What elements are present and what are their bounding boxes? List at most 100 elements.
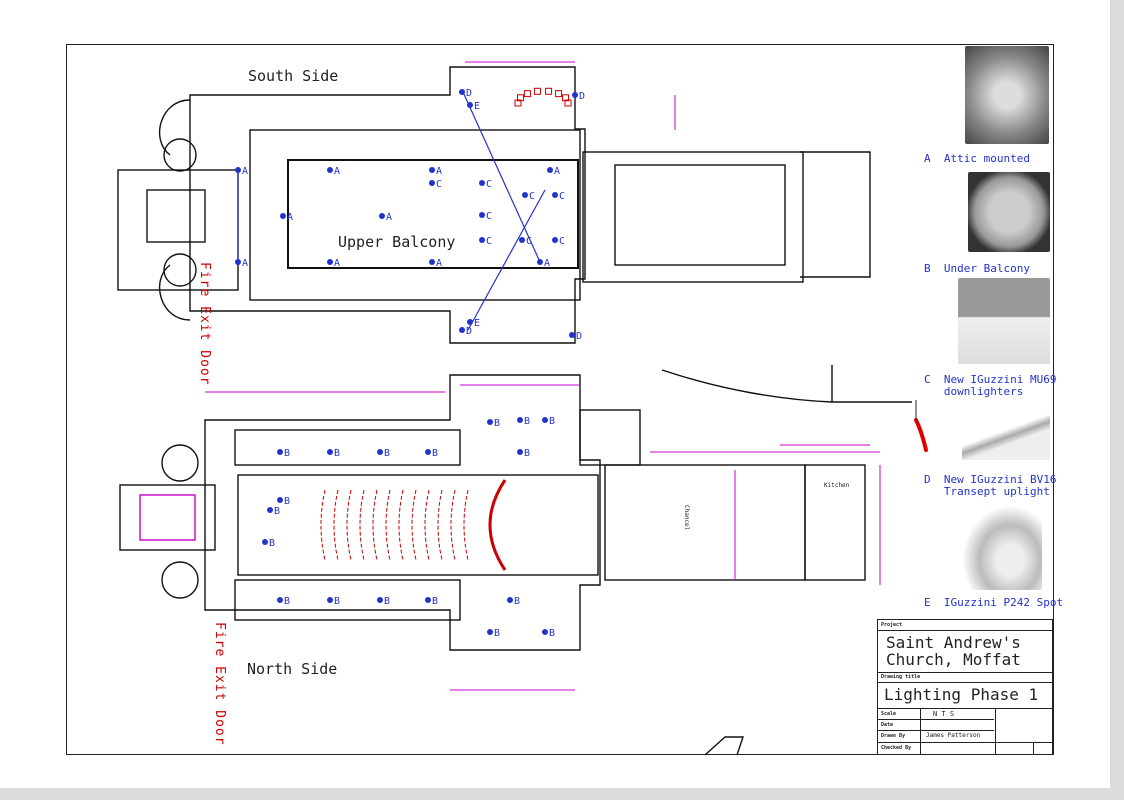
drawn-by-label: Drawn By xyxy=(881,733,906,739)
lower-fixture-dot xyxy=(517,449,523,455)
upper-fixture-label: A xyxy=(554,166,560,177)
upper-fixture-label: C xyxy=(526,236,532,247)
viewer-bottom-edge xyxy=(0,788,1124,800)
upper-fixture-dot xyxy=(552,237,558,243)
stair-south xyxy=(161,561,199,599)
p242-spot-photo xyxy=(962,505,1042,590)
lower-porch-inner xyxy=(139,494,196,541)
kitchen-label: Kitchen xyxy=(824,482,850,489)
lower-fixture-dot xyxy=(327,597,333,603)
lower-fixture-dot xyxy=(277,449,283,455)
upper-tower-room xyxy=(146,189,206,243)
upper-tower xyxy=(117,169,239,291)
pew-row xyxy=(437,489,443,561)
upper-fixture-label: A xyxy=(334,166,340,177)
upper-balcony-label: Upper Balcony xyxy=(338,233,456,251)
lower-fixture-label: B xyxy=(284,496,290,507)
choir-chair xyxy=(516,94,524,102)
fire-exit-label-bottom: Fire Exit Door xyxy=(212,622,227,746)
pew-row xyxy=(385,489,391,561)
light-cabling xyxy=(237,91,546,331)
lower-fixture-dot xyxy=(425,449,431,455)
lower-nave xyxy=(237,474,599,576)
upper-fixture-label: D xyxy=(579,91,585,102)
stair-upper-south xyxy=(163,253,197,287)
choir-chair xyxy=(564,99,572,107)
walls xyxy=(117,66,912,756)
upper-fixture-label: A xyxy=(242,258,248,269)
scale-value: N T S xyxy=(933,710,955,718)
upper-fixture-dot xyxy=(235,259,241,265)
choir-chair xyxy=(562,94,570,102)
lower-fixture-dot xyxy=(277,597,283,603)
upper-fixture-dot xyxy=(459,89,465,95)
upper-fixture-dot xyxy=(537,259,543,265)
upper-fixture-label: C xyxy=(559,236,565,247)
lower-fixture-dot xyxy=(267,507,273,513)
pew-row xyxy=(398,489,404,561)
upper-nave-inner xyxy=(249,129,581,301)
upper-fixture-dot xyxy=(467,319,473,325)
choir-chair xyxy=(514,99,522,107)
lower-fixture-dot xyxy=(542,629,548,635)
pew-row xyxy=(359,489,365,561)
pew-row xyxy=(320,489,326,561)
boundary-line xyxy=(661,365,912,403)
upper-fixture-label: D xyxy=(576,331,582,342)
mu69-downlighter-photo xyxy=(958,278,1050,364)
upper-roof xyxy=(800,151,871,278)
upper-fixture-dot xyxy=(479,180,485,186)
upper-fixture-dot xyxy=(552,192,558,198)
pew-row xyxy=(346,489,352,561)
lower-fixture-dot xyxy=(507,597,513,603)
upper-fixture-label: E xyxy=(474,318,480,329)
upper-fixture-label: A xyxy=(242,166,248,177)
legend-c: C New IGuzzini MU69 downlighters xyxy=(924,373,1057,398)
upper-fixture-label: A xyxy=(544,258,550,269)
upper-fixture-label: C xyxy=(529,191,535,202)
pew-row xyxy=(424,489,430,561)
upper-fixture-label: C xyxy=(486,211,492,222)
lower-hall xyxy=(604,464,806,581)
viewer-scroll-edge xyxy=(1110,0,1124,800)
upper-fixture-label: A xyxy=(334,258,340,269)
upper-fixture-label: A xyxy=(436,258,442,269)
under-balcony-light-photo xyxy=(968,172,1050,252)
lower-fixture-label: B xyxy=(284,596,290,607)
pew-row xyxy=(333,489,339,561)
upper-fixture-label: D xyxy=(466,88,472,99)
upper-fixture-dot xyxy=(467,102,473,108)
lower-fixture-label: B xyxy=(274,506,280,517)
legend-b: B Under Balcony xyxy=(924,262,1030,275)
upper-fixture-label: C xyxy=(436,179,442,190)
scale-label: Scale xyxy=(881,711,897,717)
upper-fixture-dot xyxy=(379,213,385,219)
upper-nave-outline xyxy=(189,66,586,344)
dimension-lines xyxy=(205,61,881,691)
lower-fixture-label: B xyxy=(494,628,500,639)
bv16-uplight-photo xyxy=(962,415,1050,460)
chancel-label: Chancel xyxy=(683,505,690,531)
upper-fixture-dot xyxy=(235,167,241,173)
upper-fixture-dot xyxy=(429,259,435,265)
pew-row xyxy=(372,489,378,561)
upper-balcony xyxy=(287,159,579,269)
drawn-by-value: James Patterson xyxy=(926,732,981,739)
red-pen-annotation xyxy=(914,400,928,452)
drawing-title-label: Drawing title xyxy=(881,674,921,680)
lower-nave-outline xyxy=(204,374,601,651)
pew-row xyxy=(411,489,417,561)
upper-fixture-dot xyxy=(572,92,578,98)
lower-fixture-dot xyxy=(487,419,493,425)
pew-row xyxy=(463,489,469,561)
upper-fixture-label: C xyxy=(486,236,492,247)
lower-fixture-label: B xyxy=(269,538,275,549)
upper-fixture-dot xyxy=(459,327,465,333)
lower-fixture-label: B xyxy=(549,416,555,427)
lower-fixture-dot xyxy=(517,417,523,423)
lower-fixture-dot xyxy=(377,449,383,455)
upper-fixture-label: D xyxy=(466,326,472,337)
lower-fixture-dot xyxy=(542,417,548,423)
